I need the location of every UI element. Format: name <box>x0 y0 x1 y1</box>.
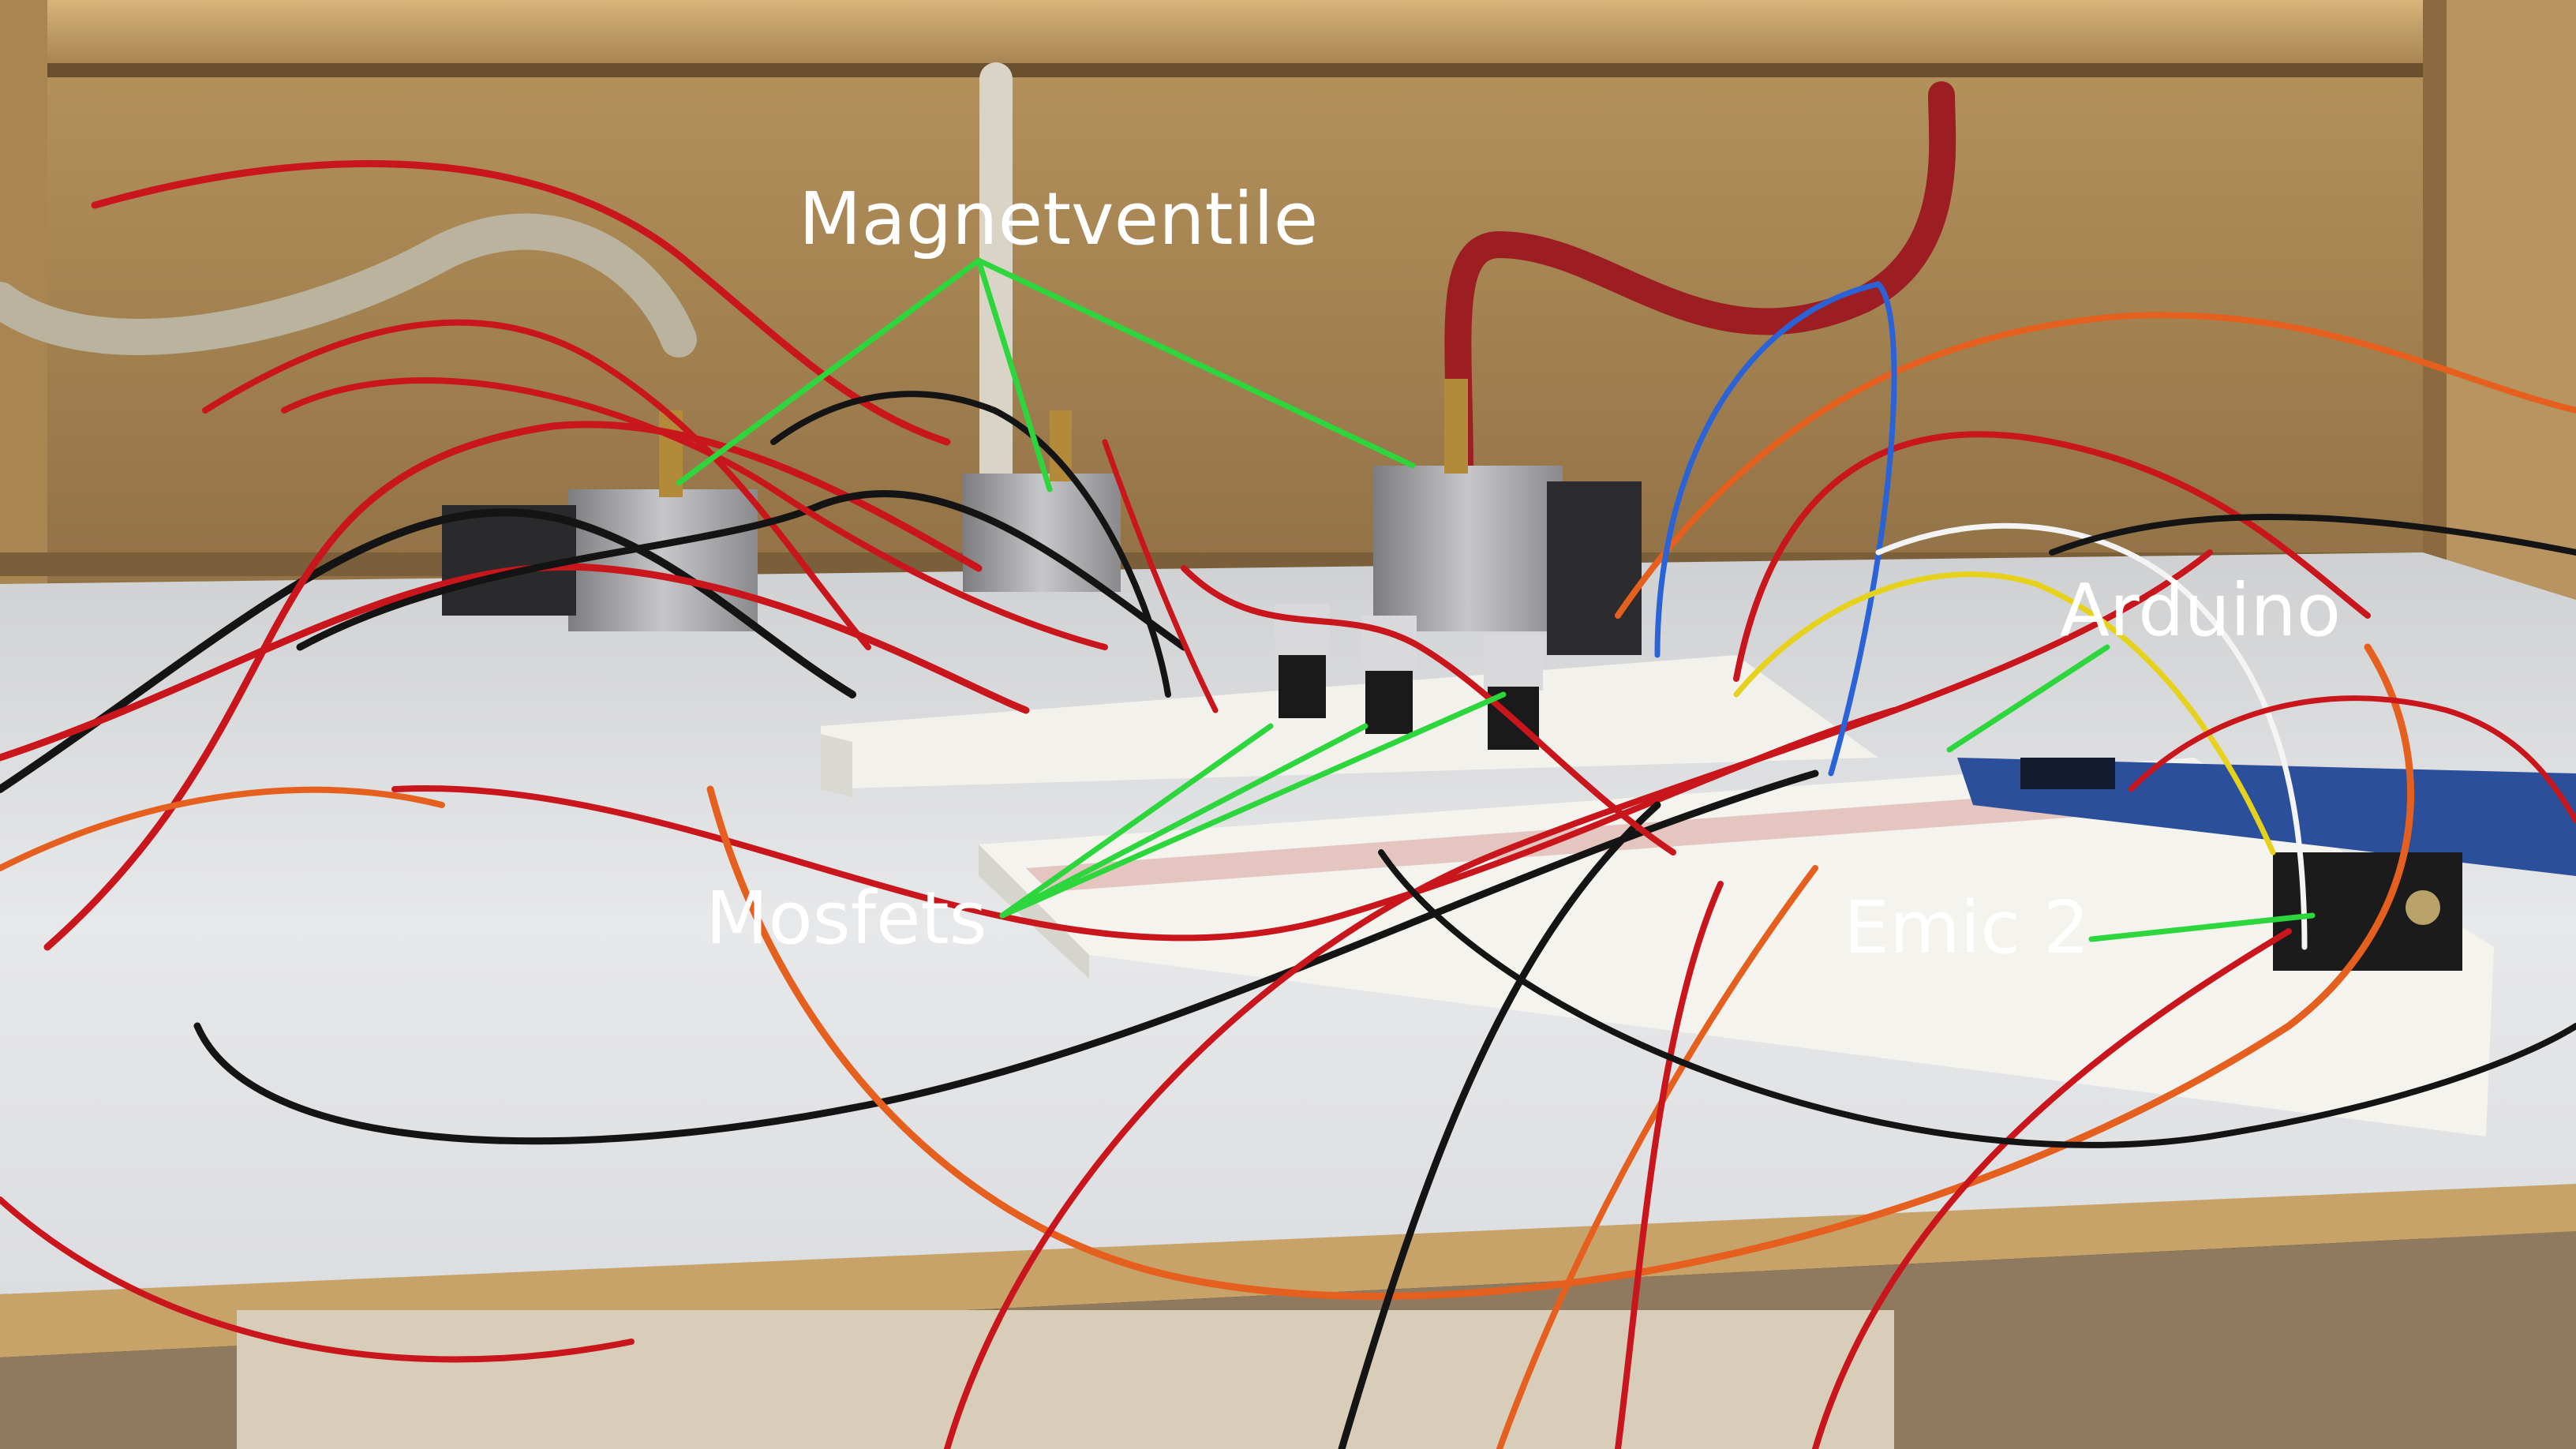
pointer-magnetventile-middle <box>975 257 1053 492</box>
label-arduino: Arduino <box>2060 568 2342 653</box>
annotation-lines <box>676 257 2316 942</box>
pointer-mosfet-1 <box>999 723 1274 919</box>
red-tube <box>1444 81 1956 487</box>
pointer-mosfet-3 <box>999 691 1507 919</box>
pointer-magnetventile-left <box>676 257 982 486</box>
label-magnetventile: Magnetventile <box>799 177 1319 261</box>
mosfet-1 <box>1275 604 1330 718</box>
label-emic: Emic 2 <box>1844 886 2090 970</box>
breadboard-front-side <box>979 844 1089 979</box>
lower-board <box>237 1310 1894 1449</box>
pointer-mosfet-2 <box>999 723 1368 919</box>
clear-tube <box>0 213 697 358</box>
wire-bundle <box>0 159 2576 1449</box>
arduino-header <box>2020 758 2115 789</box>
mosfet-3 <box>1484 635 1543 750</box>
breadboard-back-side <box>821 734 852 797</box>
top-board-edge <box>0 63 2576 77</box>
breadboard-back <box>821 655 1878 789</box>
solenoid-valve-right <box>1373 379 1642 655</box>
pointer-magnetventile-right <box>975 257 1416 469</box>
top-board <box>0 0 2576 63</box>
pointer-arduino <box>1946 644 2110 753</box>
pointer-emic <box>2088 912 2316 942</box>
label-mosfets: Mosfets <box>706 876 987 960</box>
